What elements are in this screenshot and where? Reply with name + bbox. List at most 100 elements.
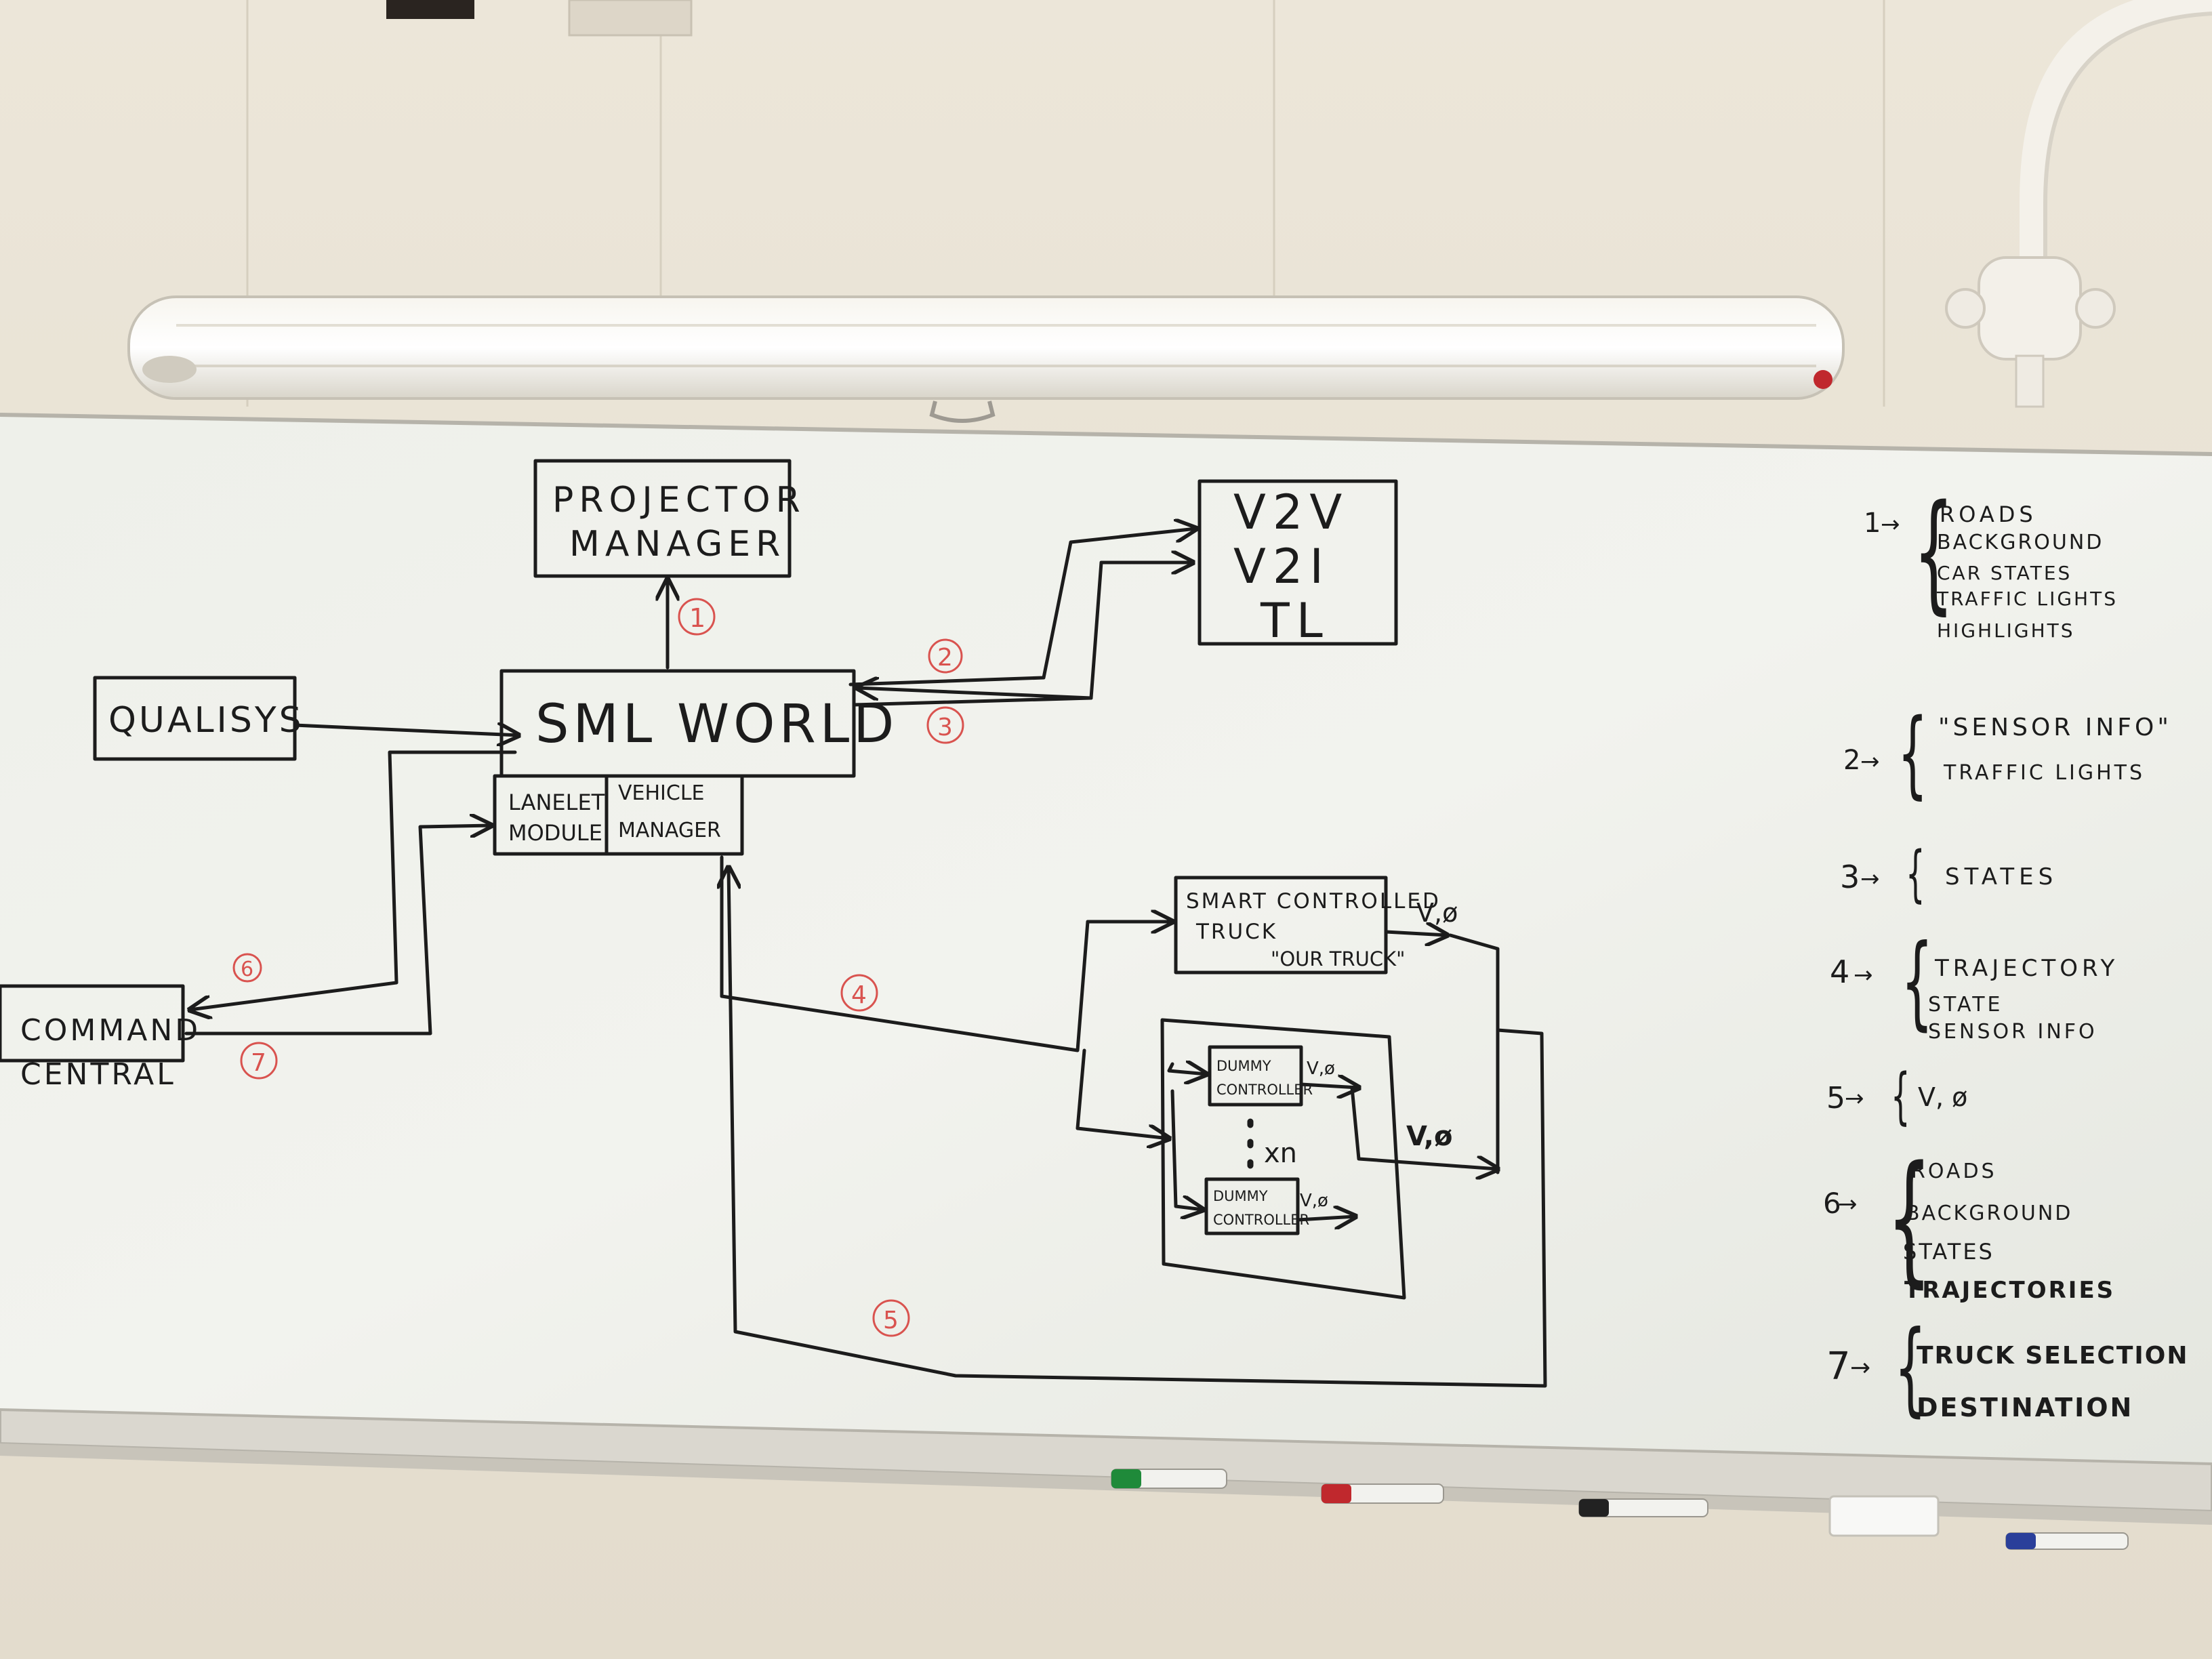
junction-cap <box>2075 288 2116 329</box>
legend-2-item: TRAFFIC LIGHTS <box>1943 761 2145 785</box>
dummy1-line2: CONTROLLER <box>1216 1082 1313 1098</box>
legend-6-item: STATES <box>1903 1239 1994 1265</box>
legend-number-4: 4 <box>1830 954 1849 990</box>
legend-brace: { <box>1887 1136 1932 1301</box>
legend-1-item: HIGHLIGHTS <box>1937 619 2075 642</box>
legend-1-item: ROADS <box>1940 501 2037 527</box>
green-marker[interactable] <box>1111 1469 1227 1489</box>
black-marker[interactable] <box>1578 1498 1708 1517</box>
dummy2-line2: CONTROLLER <box>1213 1212 1309 1228</box>
legend-2-item: "SENSOR INFO" <box>1938 714 2172 741</box>
smart-truck-line2: TRUCK <box>1195 920 1277 944</box>
legend-6-item: ROADS <box>1911 1160 1997 1183</box>
number-circle <box>926 706 964 744</box>
arrow-7 <box>184 825 491 1036</box>
legend-arrow: → <box>1845 1085 1864 1112</box>
legend-number-1: 1 <box>1864 508 1881 539</box>
v2v-line2: V2I <box>1233 539 1330 594</box>
dummy1-line1: DUMMY <box>1216 1058 1271 1074</box>
legend-6-item: BACKGROUND <box>1906 1202 2072 1225</box>
arrow-to-dummy-1 <box>1167 1064 1206 1074</box>
legend-number-6: 6 <box>1823 1187 1841 1220</box>
junction-cap <box>1945 288 1986 329</box>
module-box <box>493 774 744 856</box>
legend-6-item: TRAJECTORIES <box>1904 1277 2115 1304</box>
arrow-dummy1-out <box>1299 1084 1359 1088</box>
v2v-line3: TL <box>1260 593 1330 649</box>
sml-world-label: SML WORLD <box>535 694 898 755</box>
housing-endcap <box>142 356 197 383</box>
diagram <box>0 459 1547 1388</box>
qualisys-label: QUALISYS <box>108 700 304 741</box>
number-circle <box>840 974 878 1012</box>
dummy2-line1: DUMMY <box>1213 1188 1268 1204</box>
legend-arrow: → <box>1860 865 1880 893</box>
arrow-6 <box>190 750 517 1010</box>
arrow-truck-out <box>1384 932 1447 935</box>
legend-brace: { <box>1894 1309 1927 1427</box>
group-out-label: V,ø <box>1406 1121 1452 1152</box>
projector-manager-box <box>533 459 792 578</box>
dummy1-out-label: V,ø <box>1307 1059 1335 1079</box>
command-central-line2: CENTRAL <box>20 1057 176 1092</box>
vehicle-manager-line2: MANAGER <box>618 819 721 842</box>
command-central-line1: COMMAND <box>20 1013 201 1048</box>
dummy-group-box <box>1160 1018 1406 1300</box>
legend-brace: { <box>1906 838 1925 909</box>
legend-1-item: BACKGROUND <box>1937 531 2104 554</box>
command-central-box <box>0 984 185 1063</box>
whiteboard <box>0 415 2212 1464</box>
number-circle <box>232 953 262 983</box>
vehicle-manager-line1: VEHICLE <box>618 781 705 805</box>
legend-1-item: TRAFFIC LIGHTS <box>1936 588 2118 610</box>
number-4: 4 <box>851 981 867 1009</box>
arrow-4b <box>1076 1048 1169 1139</box>
lanelet-line1: LANELET <box>508 790 605 815</box>
red-marker[interactable] <box>1321 1483 1444 1504</box>
projector-manager-line1: PROJECTOR <box>552 480 806 520</box>
arrow-2-back <box>857 688 1093 698</box>
arrow-to-dummy-2 <box>1170 1089 1203 1210</box>
wall-hole <box>386 0 474 19</box>
wall-fixture <box>568 0 693 37</box>
legend-brace: { <box>1901 922 1933 1041</box>
legend-7-item: DESTINATION <box>1917 1393 2133 1422</box>
conduit-pipe <box>2020 0 2212 285</box>
v2v-box <box>1197 479 1398 646</box>
number-2: 2 <box>937 644 953 672</box>
conduit-pipe <box>2015 354 2045 408</box>
marker-tray <box>0 1408 2212 1513</box>
number-6: 6 <box>241 958 253 981</box>
diagram-text: PROJECTOR MANAGER V2V V2I TL QUALISYS SM… <box>20 480 1458 1337</box>
legend-brace: { <box>1898 699 1928 809</box>
legend-number-7: 7 <box>1826 1345 1851 1389</box>
number-circle <box>928 638 963 674</box>
v2v-line1: V2V <box>1233 485 1349 540</box>
number-5: 5 <box>883 1307 899 1334</box>
truck-out-label: V,ø <box>1416 898 1458 928</box>
legend-number-3: 3 <box>1840 859 1860 895</box>
legend-3-item: STATES <box>1945 863 2057 890</box>
legend-arrow: → <box>1881 511 1900 538</box>
arrow-dummy2-out <box>1296 1216 1355 1220</box>
legend-number-5: 5 <box>1826 1081 1845 1115</box>
number-1: 1 <box>689 603 705 633</box>
number-circle <box>872 1299 910 1337</box>
legend-arrow: → <box>1860 748 1880 775</box>
smart-truck-line3: "OUR TRUCK" <box>1271 947 1405 970</box>
conduit-pipe-shade <box>2043 12 2212 285</box>
blue-marker[interactable] <box>2005 1532 2129 1550</box>
arrow-3 <box>852 562 1193 707</box>
arrow-group-out <box>1350 1086 1498 1169</box>
arrow-4 <box>720 855 1172 1052</box>
arrow-5 <box>729 867 1547 1388</box>
eraser[interactable] <box>1828 1495 1940 1537</box>
whiteboard-frame-top <box>0 413 2212 456</box>
qualisys-box <box>93 676 297 761</box>
legend-4-item: SENSOR INFO <box>1928 1020 2097 1044</box>
legend-5-item: V, ø <box>1918 1082 1967 1112</box>
smart-truck-line1: SMART CONTROLLED <box>1186 889 1441 914</box>
legend-arrow: → <box>1838 1191 1858 1218</box>
legend-arrow: → <box>1850 1354 1870 1382</box>
